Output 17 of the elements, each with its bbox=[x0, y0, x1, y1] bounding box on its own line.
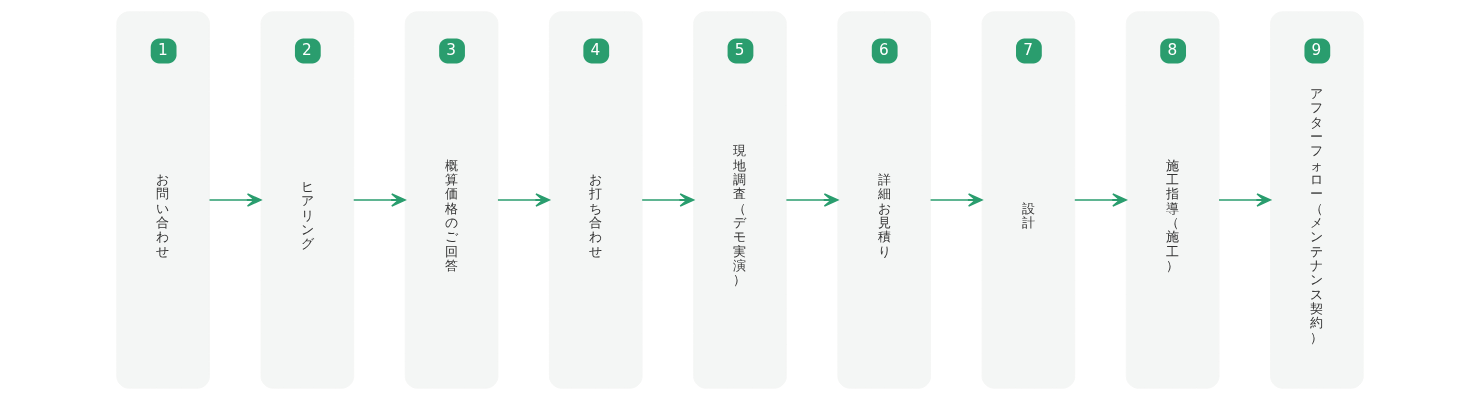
node-box: 2 ヒアリング bbox=[260, 11, 355, 389]
arrow bbox=[929, 193, 983, 207]
arrow bbox=[208, 193, 262, 207]
node-box: 3 概算価格のご回答 bbox=[404, 11, 499, 389]
node-box: 6 詳細お見積り bbox=[837, 11, 931, 389]
arrow bbox=[785, 193, 839, 207]
node-box: 9 アフターフォロー（メンテナンス契約） bbox=[1270, 11, 1364, 389]
node-box: 5 現地調査（デモ実演） bbox=[693, 11, 787, 389]
node-box: 8 施工指導（施工） bbox=[1125, 11, 1220, 389]
node-box: 7 設計 bbox=[981, 11, 1076, 389]
arrow bbox=[1218, 193, 1272, 207]
arrow bbox=[641, 193, 695, 207]
node-box: 4 お打ち合わせ bbox=[549, 11, 643, 389]
arrow bbox=[497, 193, 551, 207]
node-box: 1 お問い合わせ bbox=[116, 11, 210, 389]
arrow bbox=[353, 193, 406, 207]
arrow bbox=[1074, 193, 1127, 207]
